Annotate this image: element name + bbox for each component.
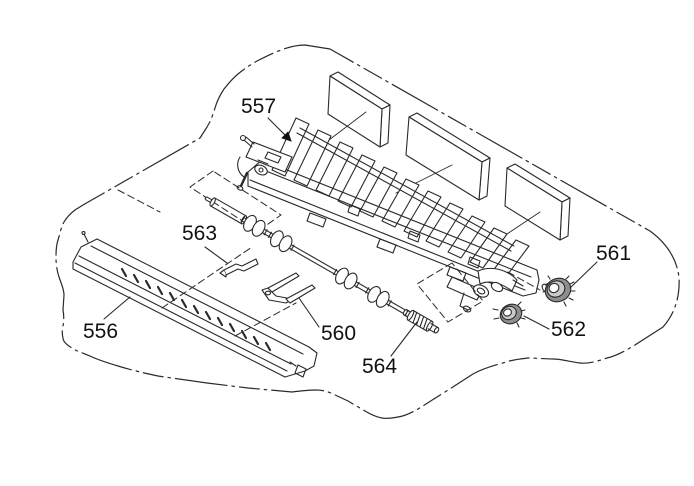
serrated-guide-556 xyxy=(72,230,318,378)
alignment-marks xyxy=(117,170,541,337)
boundary-outline xyxy=(55,44,680,420)
leader-line-563 xyxy=(204,246,228,264)
alignment-box-shaft-right xyxy=(416,262,484,323)
roller-562 xyxy=(492,301,526,328)
leader-line-562 xyxy=(523,315,550,330)
part-label-561: 561 xyxy=(596,242,631,265)
clip-563 xyxy=(219,258,259,278)
leader-line-557 xyxy=(267,117,292,142)
serration-teeth xyxy=(120,267,272,352)
leader-line-564 xyxy=(390,321,418,357)
alignment-line-clip xyxy=(161,246,253,309)
alignment-line-holder xyxy=(507,271,541,291)
bracket-560 xyxy=(261,272,316,304)
roller-shaft-564 xyxy=(204,196,440,334)
leader-line-556 xyxy=(103,296,131,320)
shaft-knurled-grip xyxy=(402,309,440,334)
pad-panel-3 xyxy=(497,163,571,241)
paper-support-assembly-557 xyxy=(236,117,540,313)
alignment-line-bracket xyxy=(234,302,297,337)
roller-561 xyxy=(541,275,576,307)
part-label-560: 560 xyxy=(321,322,356,345)
part-label-564: 564 xyxy=(362,355,397,378)
pad-panel-1 xyxy=(324,71,391,148)
alignment-line-left xyxy=(117,189,161,213)
part-label-563: 563 xyxy=(182,222,217,245)
part-label-562: 562 xyxy=(551,318,586,341)
leader-line-561 xyxy=(569,261,598,289)
shaft-roller-3 xyxy=(332,267,360,290)
rib-plates xyxy=(271,117,530,279)
rib-support-bar xyxy=(296,127,515,252)
leader-line-560 xyxy=(298,297,320,328)
right-holder xyxy=(446,267,524,313)
pad-panel-2 xyxy=(395,112,491,201)
part-label-557: 557 xyxy=(241,95,276,118)
shaft-roller-2 xyxy=(267,230,295,253)
part-label-556: 556 xyxy=(83,320,118,343)
part-labels: 557 563 556 560 564 561 562 xyxy=(83,95,631,378)
shaft-roller-1 xyxy=(241,214,268,237)
shaft-roller-4 xyxy=(365,285,392,308)
pad-panels xyxy=(324,71,571,241)
left-bracket xyxy=(236,134,293,191)
